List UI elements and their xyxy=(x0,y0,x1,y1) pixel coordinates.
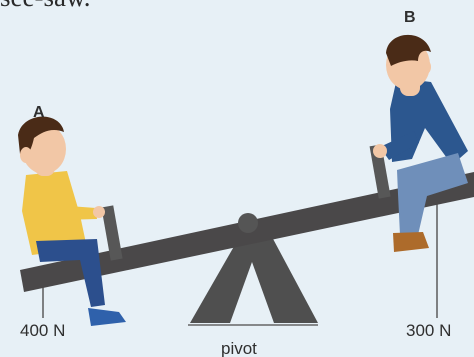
person-b-ear xyxy=(421,60,431,74)
person-a-arm xyxy=(55,205,97,220)
person-a-hand xyxy=(93,206,105,218)
force-label-b: 300 N xyxy=(406,321,451,341)
pivot-label: pivot xyxy=(221,339,257,357)
person-b xyxy=(373,35,468,252)
person-b-hand xyxy=(373,144,387,158)
pivot-hub xyxy=(238,213,258,233)
person-b-label: B xyxy=(404,9,416,27)
force-label-a: 400 N xyxy=(20,321,65,341)
person-a-label: A xyxy=(33,104,45,122)
person-b-shoe xyxy=(393,232,429,252)
person-a-shoe xyxy=(88,308,126,326)
person-a-ear xyxy=(20,147,32,163)
